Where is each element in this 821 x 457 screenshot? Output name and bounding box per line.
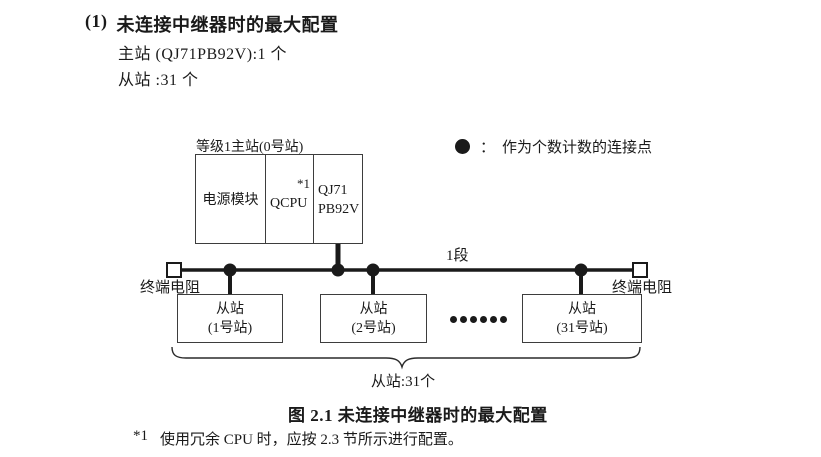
slave-total-label: 从站:31个 — [370, 374, 436, 390]
slave-name: 从站 — [359, 302, 388, 317]
left-terminator-icon — [166, 262, 182, 278]
footnote-text: 使用冗余 CPU 时，应按 2.3 节所示进行配置。 — [160, 432, 463, 448]
slave-station-number: (31号站) — [556, 321, 608, 336]
left-terminator-label: 终端电阻 — [140, 280, 201, 296]
legend-colon: ： — [480, 140, 496, 156]
master-station-box: 电源模块 *1 QCPU QJ71 PB92V — [195, 154, 363, 244]
legend-label: 作为个数计数的连接点 — [502, 140, 653, 156]
legend: ： 作为个数计数的连接点 — [455, 136, 652, 157]
slave-count-line: 从站 :31 个 — [118, 72, 199, 89]
cpu-label: QCPU — [270, 196, 308, 211]
heading-title: 未连接中继器时的最大配置 — [116, 15, 339, 35]
pb92v-line2: PB92V — [318, 202, 360, 217]
connection-dot-icon — [574, 263, 588, 277]
heading-number: (1) — [85, 11, 108, 31]
slave-station-number: (1号站) — [207, 321, 253, 336]
segment-label: 1段 — [446, 248, 469, 264]
footnote-marker: *1 — [133, 428, 148, 444]
power-module-cell: 电源模块 — [196, 155, 266, 243]
slave-name: 从站 — [216, 302, 244, 317]
figure-caption: 图 2.1 未连接中继器时的最大配置 — [288, 406, 548, 425]
connection-dot-icon — [366, 263, 380, 277]
ellipsis-dots-icon — [450, 316, 507, 323]
pb92v-line1: QJ71 — [318, 183, 348, 198]
footnote-ref-mark: *1 — [297, 176, 310, 191]
slave-station-number: (2号站) — [351, 321, 396, 336]
right-terminator-icon — [632, 262, 648, 278]
right-terminator-label: 终端电阻 — [612, 280, 673, 296]
master-station-label: 等级1主站(0号站) — [196, 140, 304, 155]
slave-station-31-box: 从站 (31号站) — [522, 294, 642, 343]
cpu-cell: *1 QCPU — [266, 155, 314, 243]
footnote: *1 使用冗余 CPU 时，应按 2.3 节所示进行配置。 — [133, 428, 463, 449]
connection-dot-icon — [331, 263, 345, 277]
connection-dot-icon — [223, 263, 237, 277]
slave-station-2-box: 从站 (2号站) — [320, 294, 427, 343]
slave-count-brace — [171, 346, 641, 370]
master-count-line: 主站 (QJ71PB92V):1 个 — [118, 46, 288, 63]
slave-name: 从站 — [568, 302, 596, 317]
counted-connection-point-icon — [455, 139, 470, 154]
slave-station-1-box: 从站 (1号站) — [177, 294, 283, 343]
pb92v-module-cell: QJ71 PB92V — [314, 155, 361, 243]
section-heading: (1) 未连接中继器时的最大配置 — [85, 11, 339, 37]
